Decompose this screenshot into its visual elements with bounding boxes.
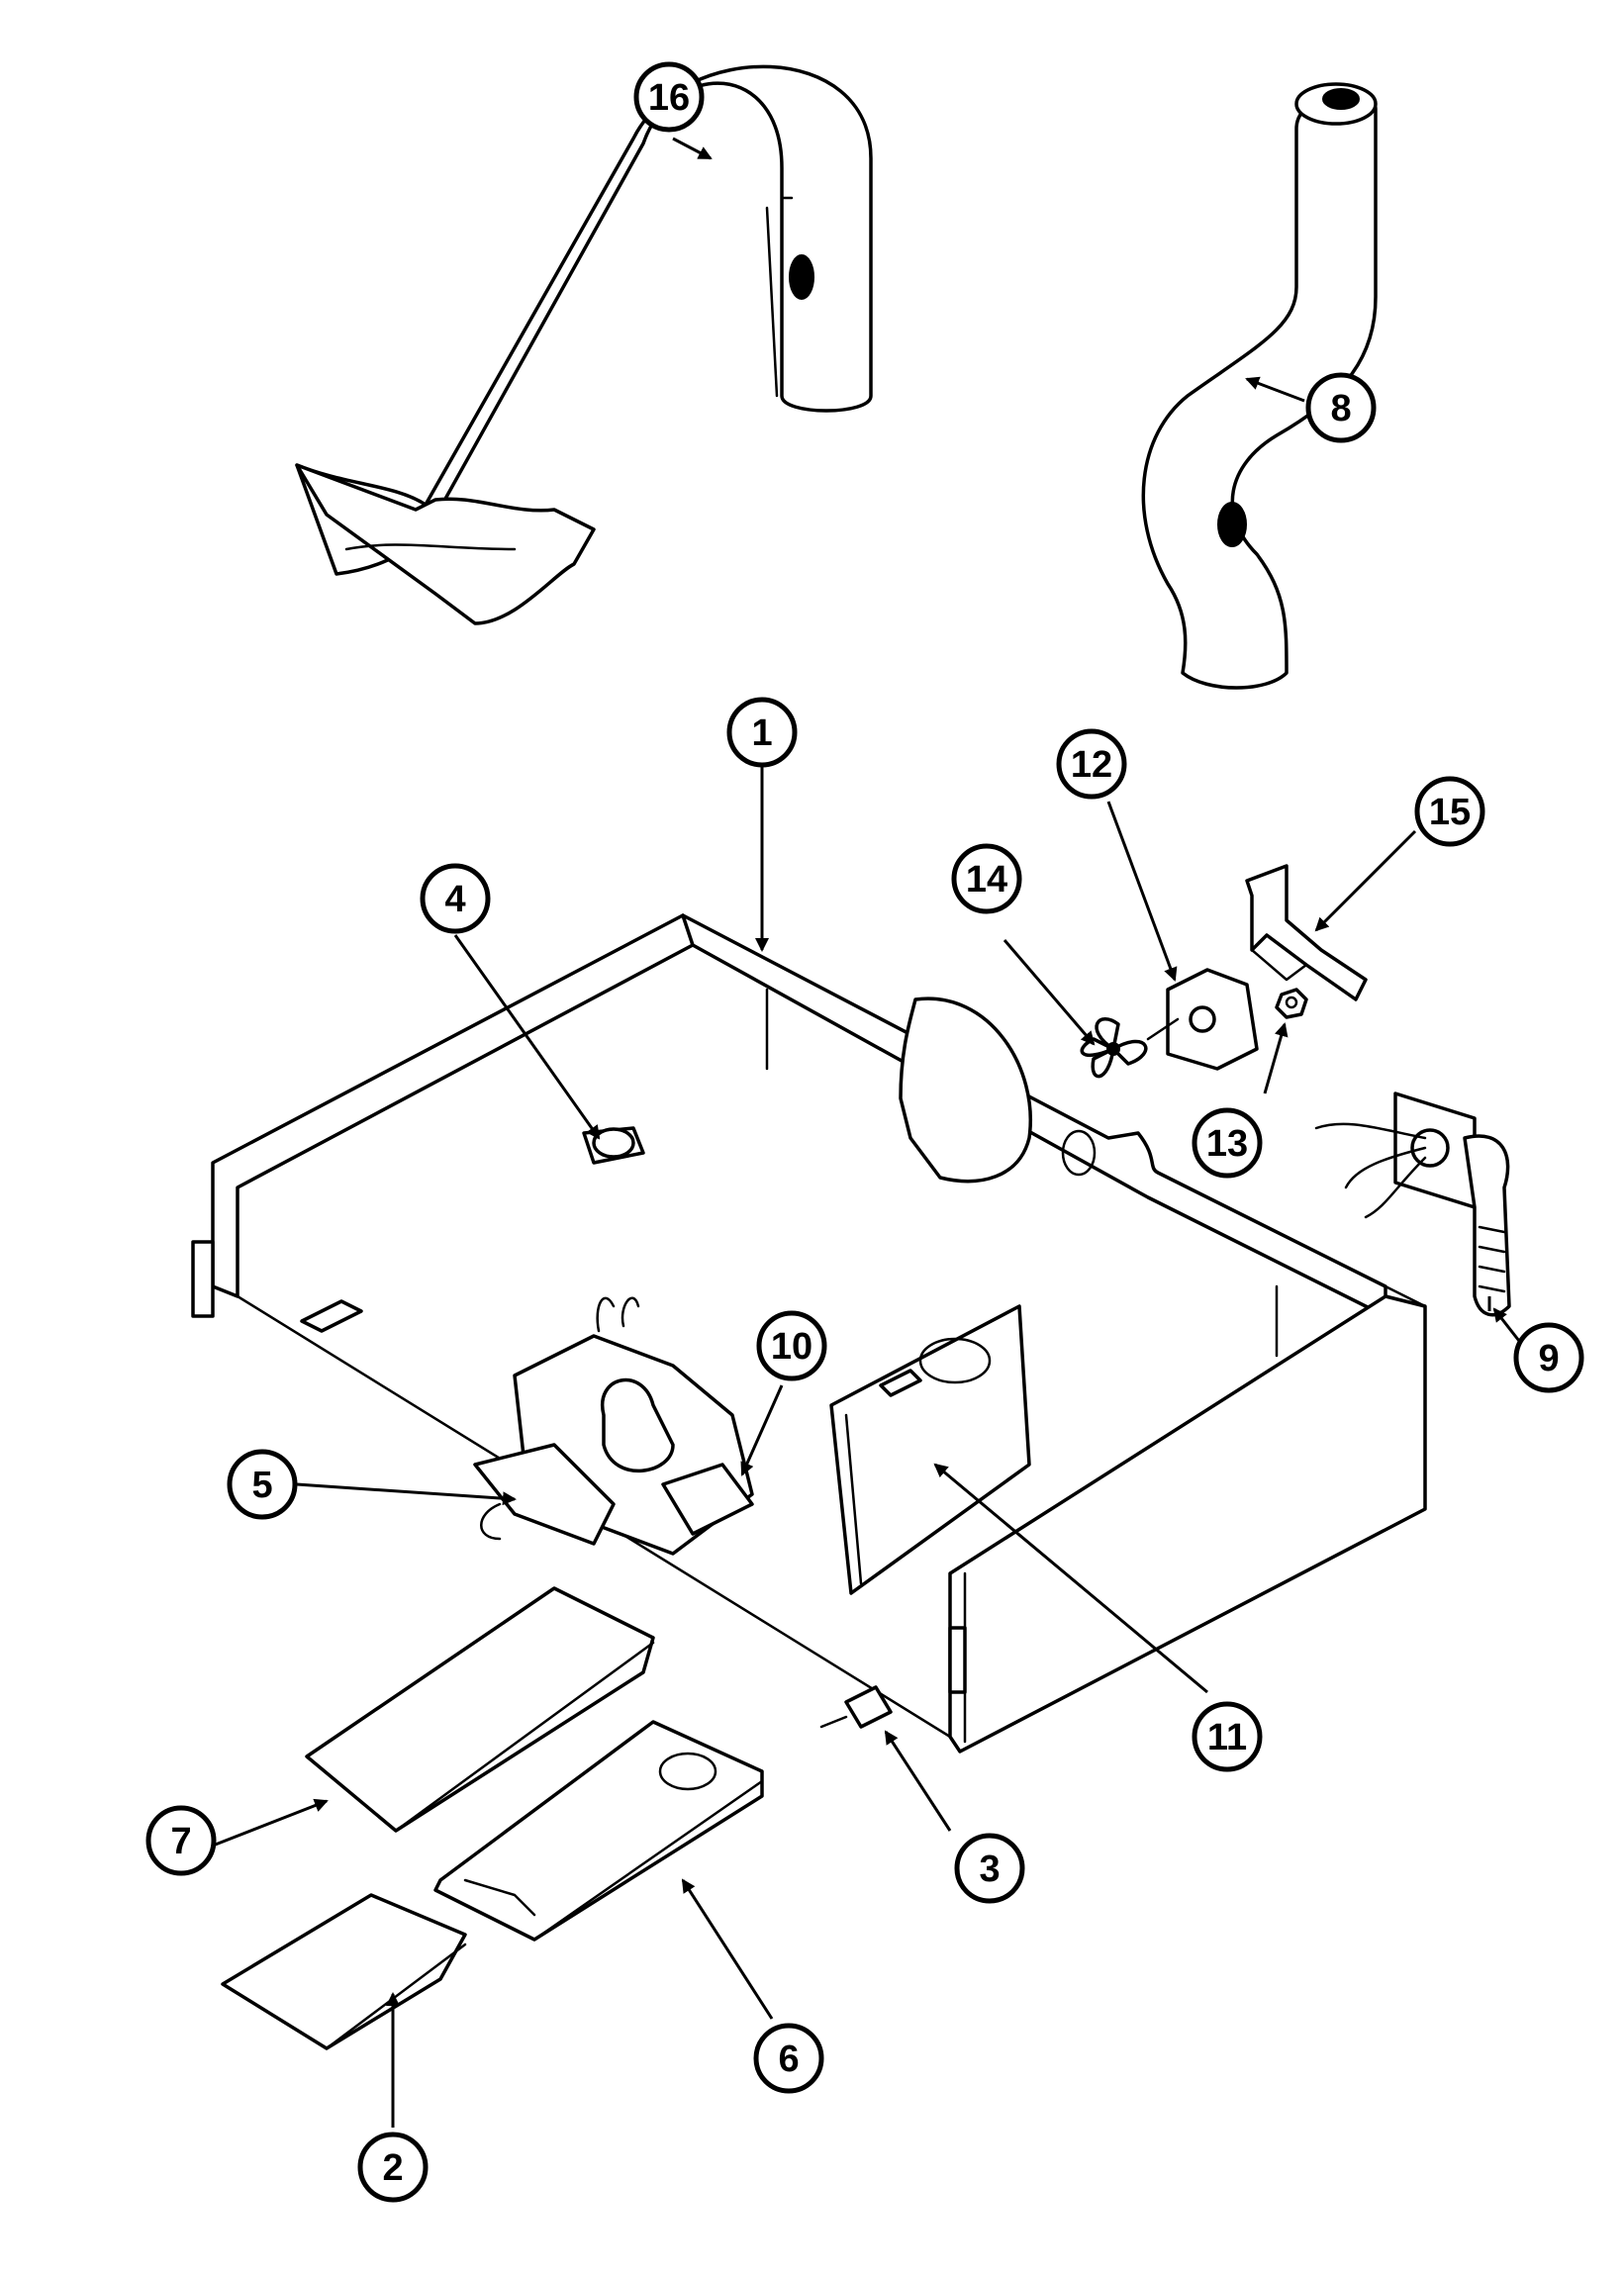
callout-1: 1: [726, 697, 798, 768]
part-14-fan-blade: [1080, 1017, 1148, 1079]
part-16-exhaust-duct: [295, 64, 873, 625]
callout-9: 9: [1513, 1322, 1584, 1393]
part-13-nut: [1275, 988, 1308, 1019]
callout-label: 11: [1207, 1717, 1247, 1758]
callout-label: 6: [778, 2039, 799, 2080]
callout-label: 16: [648, 77, 690, 119]
leader-lines: [212, 137, 1521, 2128]
callout-6: 6: [753, 2023, 824, 2094]
part-11-control-board: [829, 1304, 1031, 1595]
callout-2: 2: [357, 2132, 429, 2203]
part-6-base-plate: [433, 1720, 764, 1942]
callout-label: 8: [1330, 388, 1351, 429]
part-5-switch-bracket: [473, 1443, 616, 1546]
callout-label: 5: [251, 1465, 272, 1506]
part-9-power-cord: [1314, 1091, 1511, 1317]
callout-14: 14: [951, 843, 1022, 914]
callout-label: 15: [1429, 792, 1471, 833]
callout-16: 16: [633, 61, 705, 133]
callout-15: 15: [1414, 776, 1485, 847]
callout-8: 8: [1305, 372, 1377, 443]
callout-11: 11: [1192, 1701, 1263, 1772]
part-3-fitting: [819, 1685, 893, 1729]
callout-13: 13: [1192, 1107, 1263, 1179]
part-8-s-tube: [1141, 82, 1378, 690]
part-2-panel: [221, 1893, 467, 2050]
callout-label: 2: [382, 2147, 403, 2189]
callout-label: 7: [170, 1821, 191, 1862]
part-12-fan-motor: [1146, 968, 1259, 1071]
callout-7: 7: [145, 1805, 217, 1876]
callout-label: 4: [444, 879, 465, 920]
callout-5: 5: [227, 1449, 298, 1520]
callout-4: 4: [420, 863, 491, 934]
callout-label: 3: [979, 1849, 1000, 1890]
part-4-sensor: [582, 1126, 645, 1165]
part-15-bracket: [1245, 864, 1368, 1001]
callout-3: 3: [954, 1833, 1025, 1904]
callout-label: 13: [1206, 1123, 1248, 1165]
callout-label: 9: [1538, 1338, 1559, 1379]
callout-12: 12: [1056, 728, 1127, 800]
callout-label: 14: [966, 859, 1007, 901]
callout-10: 10: [756, 1310, 827, 1381]
part-1-base-pan: [191, 913, 1427, 1754]
callout-label: 1: [751, 712, 772, 754]
callout-label: 12: [1071, 744, 1112, 786]
callout-label: 10: [771, 1326, 812, 1368]
part-7-shield: [305, 1586, 655, 1833]
